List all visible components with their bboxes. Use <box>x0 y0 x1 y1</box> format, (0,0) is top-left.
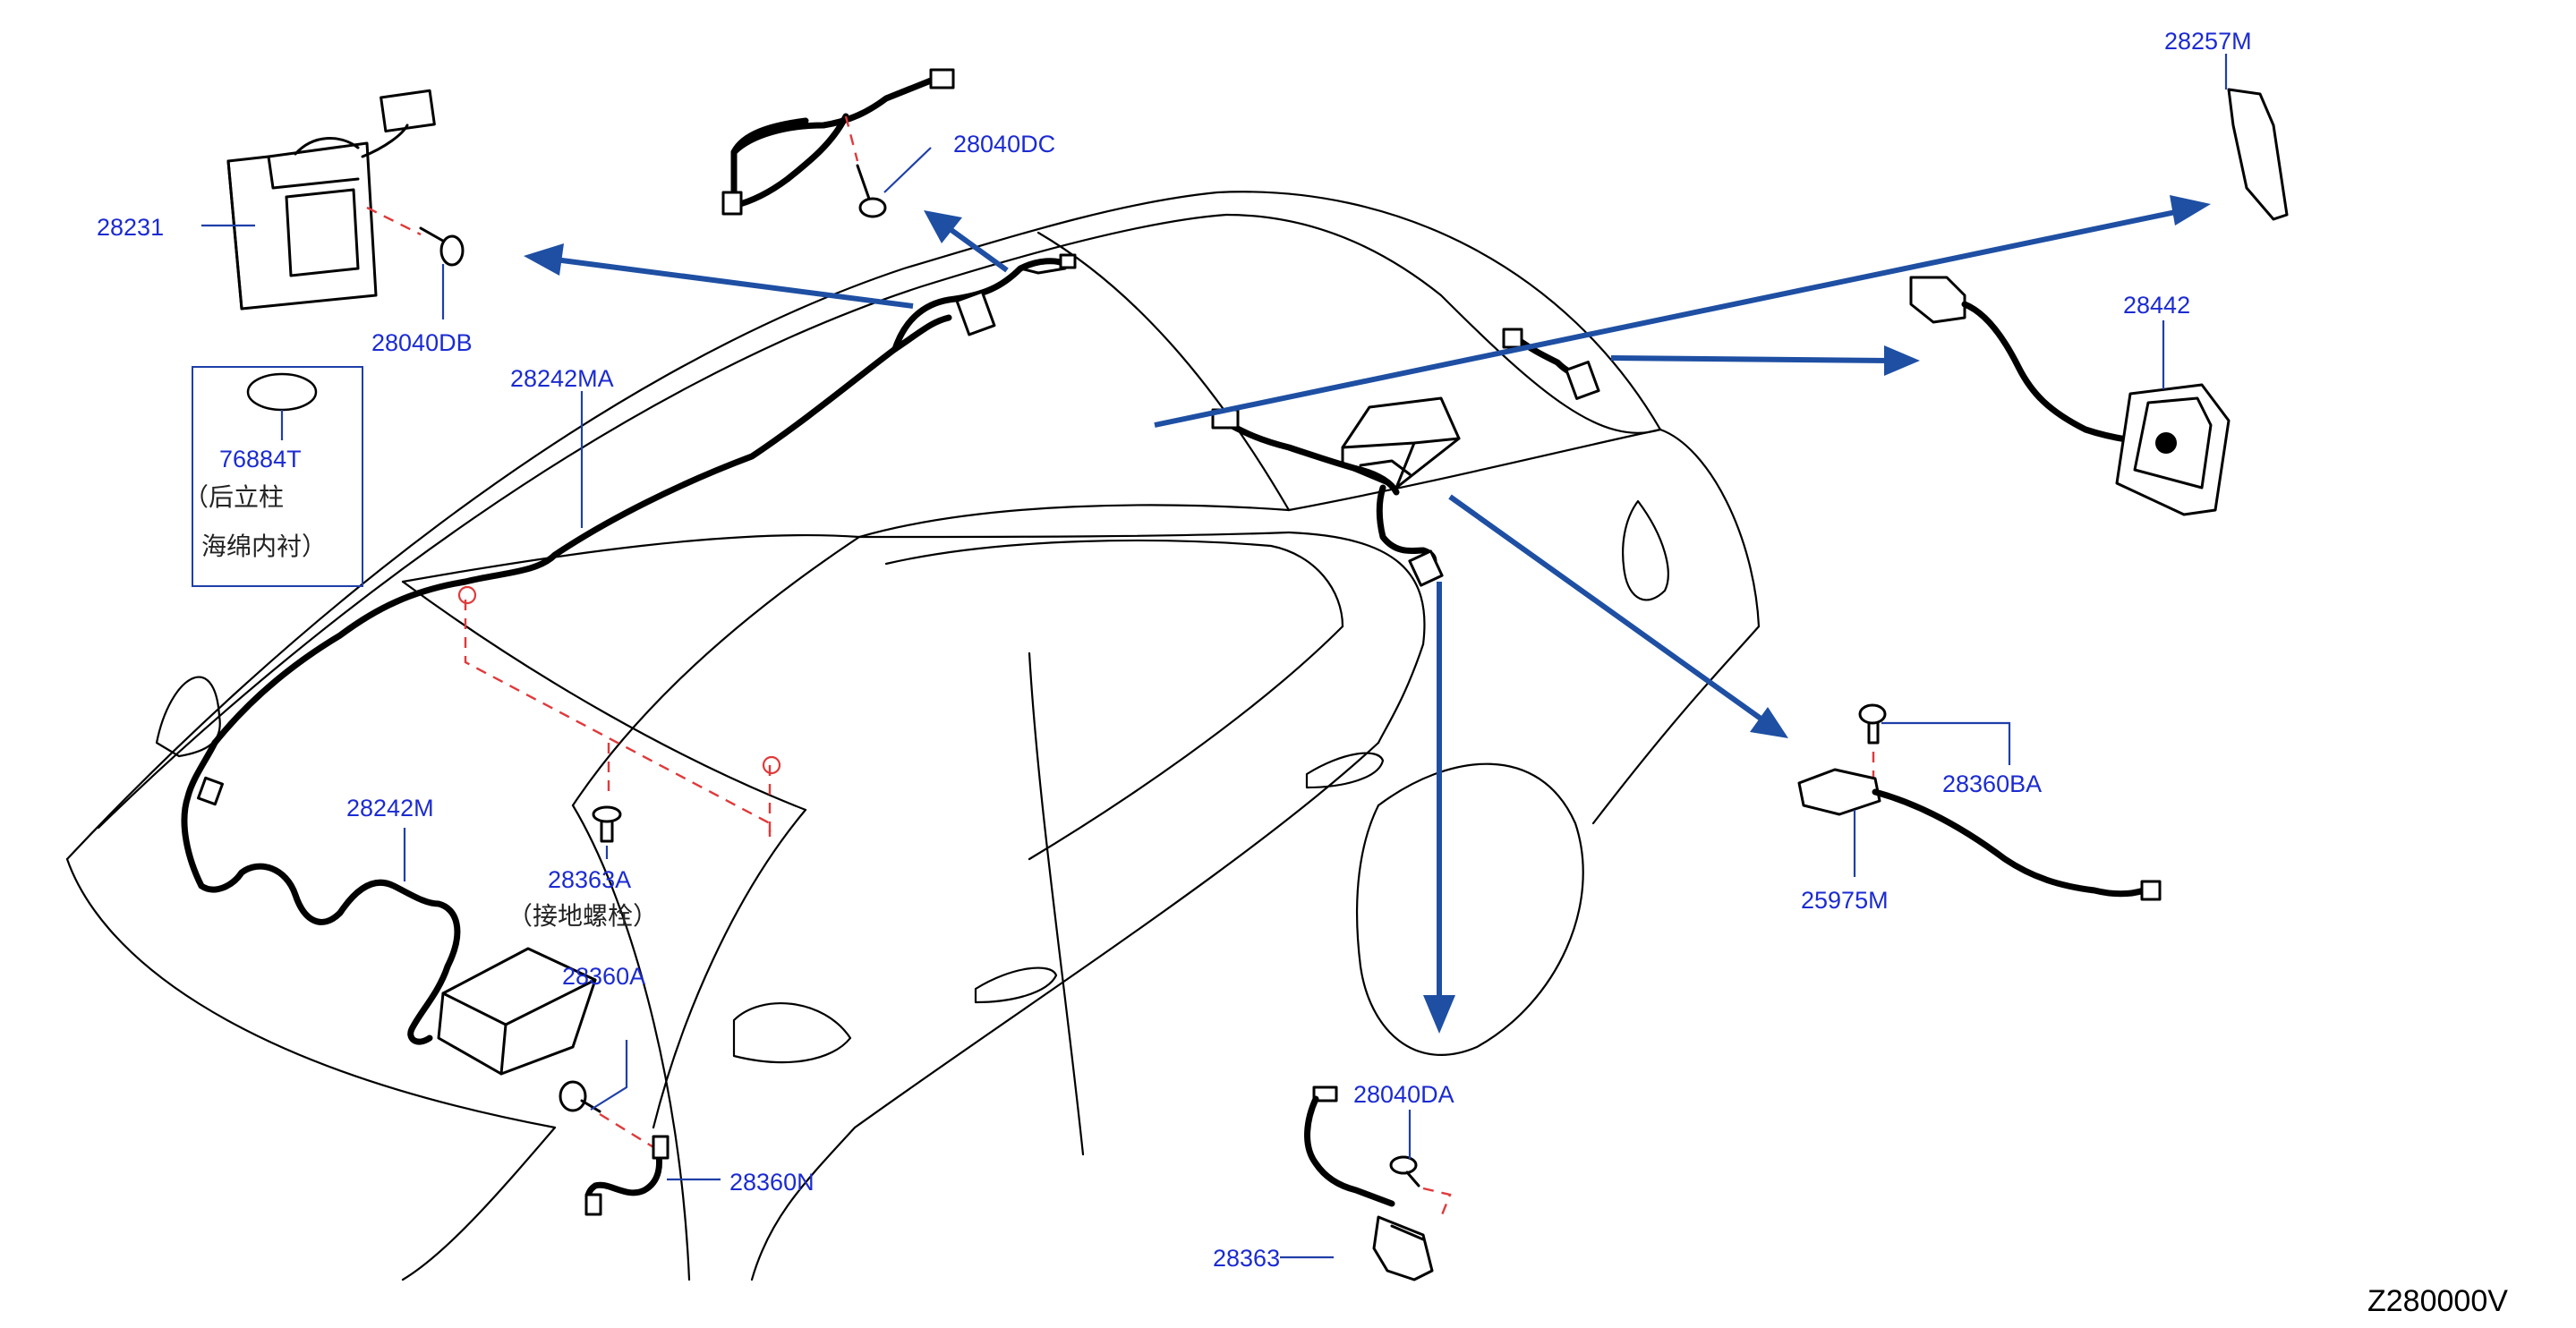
main-harness-28242MA <box>211 253 1077 746</box>
note-pillar-line2: 海绵内衬） <box>201 532 327 561</box>
pillar-pad-callout-box <box>192 366 363 587</box>
label-28040DC: 28040DC <box>953 131 1055 157</box>
note-ground-bolt: （接地螺栓） <box>508 901 658 931</box>
label-28360BA: 28360BA <box>1942 770 2042 797</box>
label-28360A: 28360A <box>562 963 645 990</box>
antenna-amplifier-module-28231 <box>226 89 436 311</box>
car-body-outline <box>65 191 1761 1281</box>
label-28040DA: 28040DA <box>1353 1081 1454 1108</box>
roof-antenna-unit <box>1341 396 1461 489</box>
roof-unit-harness <box>1211 328 1600 587</box>
harness-28040DA <box>1304 1085 1452 1218</box>
sunroof-ground-dash-guide <box>457 585 781 837</box>
ground-cable-28360N <box>584 1135 670 1216</box>
antenna-strip-28257M <box>2227 88 2289 221</box>
label-28242M: 28242M <box>346 795 434 821</box>
label-28257M: 28257M <box>2164 28 2252 55</box>
screw-28040DB <box>366 206 465 267</box>
label-28363: 28363 <box>1213 1245 1280 1272</box>
bolt-28360BA <box>1858 703 1887 780</box>
leader-lines <box>201 54 2228 1259</box>
bolt-28360A <box>559 1080 659 1152</box>
label-28231: 28231 <box>97 214 164 241</box>
label-28040DB: 28040DB <box>371 329 473 356</box>
cable-25975M <box>1797 768 2162 901</box>
antenna-feeder-28442 <box>1909 276 2231 516</box>
note-pillar-line1: （后立柱 <box>183 482 284 512</box>
label-76884T: 76884T <box>219 446 302 472</box>
direction-arrows <box>524 195 2211 1034</box>
module-box-28242M <box>437 947 597 1076</box>
ground-bolt-28363A <box>592 805 622 843</box>
label-28242MA: 28242MA <box>510 365 614 392</box>
bracket-28363 <box>1372 1215 1434 1281</box>
label-28360N: 28360N <box>729 1169 815 1196</box>
harness-28040DC <box>721 68 955 218</box>
diagram-code: Z280000V <box>2367 1284 2508 1318</box>
harness-28242M <box>181 739 461 1045</box>
label-28363A: 28363A <box>548 866 631 893</box>
label-25975M: 25975M <box>1801 887 1889 914</box>
part-number-labels: 28231 28040DB 28040DC 28242MA 76884T （后立… <box>97 28 2252 1272</box>
label-28442: 28442 <box>2123 292 2190 319</box>
